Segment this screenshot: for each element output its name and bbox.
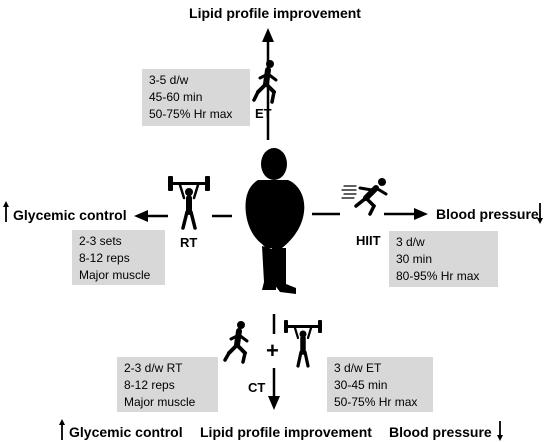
rt-protocol-box: 2-3 sets 8-12 reps Major muscle xyxy=(72,230,165,285)
arrow-to-right-outcome xyxy=(312,208,428,220)
arrow-to-left-outcome xyxy=(134,210,232,222)
ct-label: CT xyxy=(248,380,266,395)
et-frequency: 3-5 d/w xyxy=(149,73,189,87)
left-outcome-label: Glycemic control xyxy=(13,207,127,223)
rt-label: RT xyxy=(180,235,198,250)
et-intensity: 50-75% Hr max xyxy=(149,107,233,121)
obese-person-icon xyxy=(245,148,305,294)
right-outcome-label: Blood pressure xyxy=(436,206,539,222)
arrow-up-icon xyxy=(3,201,9,222)
ct-rt-muscle: Major muscle xyxy=(124,395,196,409)
rt-reps: 8-12 reps xyxy=(79,251,130,265)
ct-rt-reps: 8-12 reps xyxy=(124,378,175,392)
et-duration: 45-60 min xyxy=(149,90,203,104)
arrow-to-bottom-outcomes xyxy=(268,314,280,410)
plus-sign: + xyxy=(266,338,279,363)
ct-et-duration: 30-45 min xyxy=(334,378,388,392)
bottom-center-outcome-label: Lipid profile improvement xyxy=(200,424,372,440)
bottom-left-outcome-label: Glycemic control xyxy=(69,424,183,440)
arrow-down-icon xyxy=(537,203,543,224)
et-label: ET xyxy=(255,106,272,121)
top-outcome-label: Lipid profile improvement xyxy=(189,5,361,21)
runner-icon xyxy=(252,60,278,104)
arrow-down-icon xyxy=(497,421,503,441)
ct-et-protocol-box: 3 d/w ET 30-45 min 50-75% Hr max xyxy=(327,357,433,412)
hiit-intensity: 80-95% Hr max xyxy=(396,269,480,283)
rt-sets: 2-3 sets xyxy=(79,234,122,248)
ct-et-intensity: 50-75% Hr max xyxy=(334,395,418,409)
hiit-frequency: 3 d/w xyxy=(396,235,425,249)
hiit-protocol-box: 3 d/w 30 min 80-95% Hr max xyxy=(389,231,498,287)
ct-et-frequency: 3 d/w ET xyxy=(334,361,382,375)
bottom-right-outcome-label: Blood pressure xyxy=(389,424,492,440)
hiit-label: HIIT xyxy=(356,233,381,248)
arrow-up-icon xyxy=(59,419,65,440)
weightlifter-icon xyxy=(284,320,322,368)
rt-muscle: Major muscle xyxy=(79,268,151,282)
ct-rt-protocol-box: 2-3 d/w RT 8-12 reps Major muscle xyxy=(117,357,218,412)
runner-icon xyxy=(223,321,249,364)
arrow-to-top-outcome xyxy=(262,28,274,140)
hiit-duration: 30 min xyxy=(396,252,433,266)
et-protocol-box: 3-5 d/w 45-60 min 50-75% Hr max xyxy=(142,69,250,126)
ct-rt-frequency: 2-3 d/w RT xyxy=(124,361,183,375)
sprinter-icon xyxy=(341,178,388,216)
weightlifter-icon xyxy=(168,176,210,230)
